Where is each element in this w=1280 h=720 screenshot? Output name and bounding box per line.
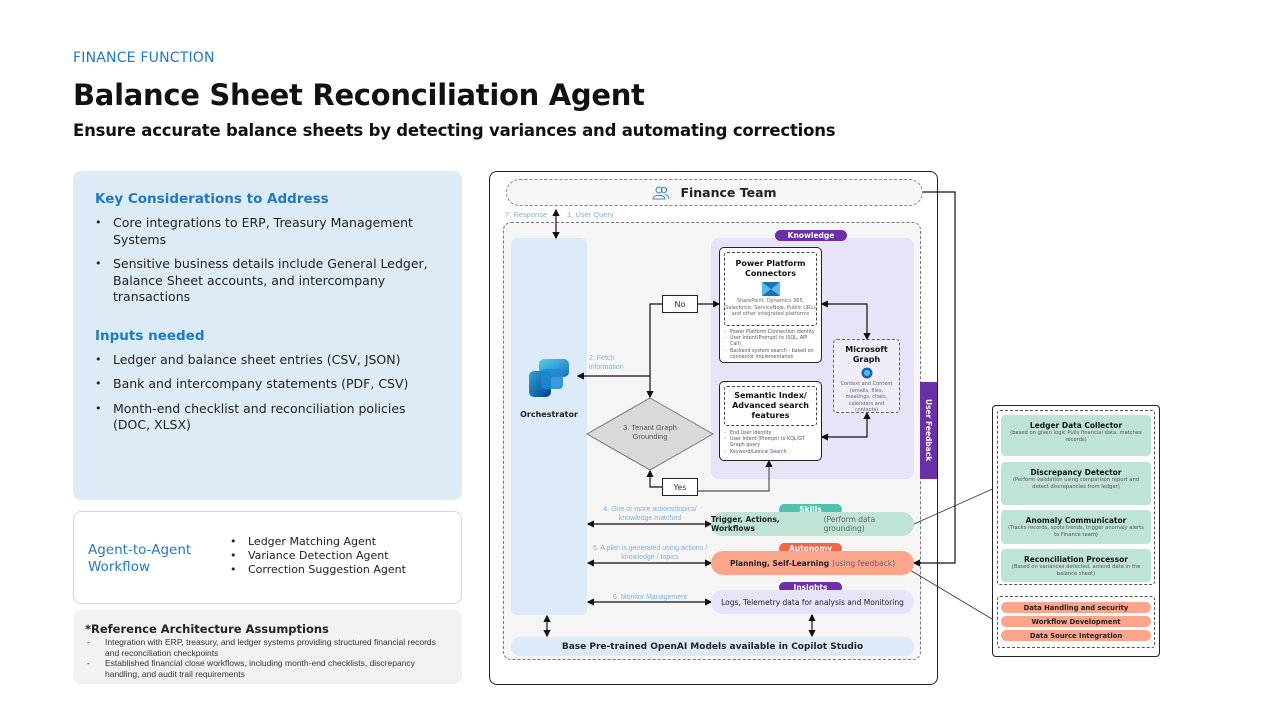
ppc-title: Power Platform Connectors bbox=[735, 259, 806, 278]
autonomy-note: (using feedback) bbox=[832, 558, 896, 568]
agent-name: Ledger Data Collector bbox=[1029, 421, 1123, 430]
list-item: Power Platform Connection identity bbox=[724, 330, 819, 336]
ppc-desc: SharePoint, Dynamics 365, Salesforce, Se… bbox=[725, 298, 816, 317]
list-item: User Intent (Prompt) to KQL/GT Graph que… bbox=[724, 437, 819, 449]
list-item: Sensitive business details include Gener… bbox=[95, 256, 440, 306]
autonomy-badge: Autonomy bbox=[779, 543, 842, 554]
semantic-bullets: End User identity User Intent (Prompt) t… bbox=[724, 431, 819, 456]
insights-badge: Insights bbox=[779, 582, 842, 593]
agent-desc: (Based on variances detected, amend data… bbox=[1011, 564, 1141, 577]
step-4-label: 4. One or more actions/topics/ knowledge… bbox=[603, 506, 697, 522]
list-item: End User identity bbox=[724, 431, 819, 437]
page-subtitle: Ensure accurate balance sheets by detect… bbox=[73, 121, 836, 140]
list-item: Ledger Matching Agent bbox=[230, 535, 406, 549]
base-models-bar: Base Pre-trained OpenAI Models available… bbox=[511, 637, 914, 656]
orchestrator-icon bbox=[529, 359, 569, 397]
agent-to-agent-panel: Agent-to-Agent Workflow Ledger Matching … bbox=[73, 511, 462, 604]
graph-title: Microsoft Graph bbox=[845, 345, 888, 364]
assumptions-panel: *Reference Architecture Assumptions Inte… bbox=[73, 610, 462, 684]
insights-text: Logs, Telemetry data for analysis and Mo… bbox=[721, 597, 904, 607]
connector-icon bbox=[761, 282, 780, 296]
list-item: Month-end checklist and reconciliation p… bbox=[95, 401, 440, 434]
skills-node: Trigger, Actions, Workflows (Perform data… bbox=[711, 512, 914, 536]
autonomy-text: Planning, Self-Learning bbox=[729, 558, 830, 568]
skills-badge: Skills bbox=[779, 504, 842, 515]
list-item: Correction Suggestion Agent bbox=[230, 563, 406, 577]
semantic-title: Semantic Index/ Advanced search features bbox=[732, 391, 809, 420]
section-eyebrow: FINANCE FUNCTION bbox=[73, 50, 215, 66]
agent-card-discrepancy-detector: Discrepancy Detector (Perform validation… bbox=[1001, 462, 1151, 505]
list-item: Ledger and balance sheet entries (CSV, J… bbox=[95, 352, 440, 369]
assumptions-heading: *Reference Architecture Assumptions bbox=[85, 622, 329, 636]
step-7-label: 7. Response bbox=[505, 210, 548, 219]
dev-item-data-handling: Data Handling and security bbox=[1001, 602, 1151, 613]
step-5-label: 5. A plan is generated using actions / k… bbox=[592, 545, 708, 561]
list-item: Backend system search - based on connect… bbox=[724, 349, 819, 361]
yes-branch-label: Yes bbox=[662, 478, 698, 496]
list-item: Core integrations to ERP, Treasury Manag… bbox=[95, 215, 440, 248]
key-considerations-list: Core integrations to ERP, Treasury Manag… bbox=[95, 215, 440, 306]
knowledge-badge: Knowledge bbox=[775, 230, 847, 241]
finance-team-node: Finance Team bbox=[506, 179, 923, 206]
agent-card-anomaly-communicator: Anomaly Communicator (Tracks records, sp… bbox=[1001, 510, 1151, 544]
key-considerations-heading: Key Considerations to Address bbox=[95, 191, 329, 207]
orchestrator-column bbox=[511, 238, 587, 615]
ppc-bullets: Power Platform Connection identity User … bbox=[724, 330, 819, 361]
agent-name: Reconciliation Processor bbox=[1024, 555, 1128, 564]
inputs-list: Ledger and balance sheet entries (CSV, J… bbox=[95, 352, 440, 434]
key-considerations-panel: Key Considerations to Address Core integ… bbox=[73, 171, 462, 500]
insights-node: Logs, Telemetry data for analysis and Mo… bbox=[711, 590, 914, 614]
agent-card-ledger-data-collector: Ledger Data Collector (based on given lo… bbox=[1001, 415, 1151, 456]
autonomy-node: Planning, Self-Learning(using feedback) bbox=[711, 551, 914, 575]
list-item: User Intent(Prompt) to (SQL, API Call) bbox=[724, 336, 819, 348]
skills-note: (Perform data grounding) bbox=[823, 515, 876, 533]
page-title: Balance Sheet Reconciliation Agent bbox=[73, 78, 645, 112]
a2a-list: Ledger Matching Agent Variance Detection… bbox=[230, 535, 406, 577]
agent-desc: (Perform validation using comparison rep… bbox=[1012, 477, 1140, 490]
users-icon bbox=[652, 186, 670, 199]
dev-item-workflow-development: Workflow Development bbox=[1001, 616, 1151, 627]
step-1-label: 1. User Query bbox=[567, 210, 614, 219]
dev-item-data-source-integration: Data Source Integration bbox=[1001, 630, 1151, 641]
no-branch-label: No bbox=[662, 295, 698, 313]
step-6-label: 6. Monitor Management bbox=[613, 594, 687, 601]
agent-card-reconciliation-processor: Reconciliation Processor (Based on varia… bbox=[1001, 549, 1151, 582]
agent-name: Discrepancy Detector bbox=[1030, 468, 1122, 477]
user-feedback-bar: User Feedback bbox=[920, 382, 937, 479]
ppc-inner: Power Platform Connectors SharePoint, Dy… bbox=[724, 252, 817, 326]
list-item: Bank and intercompany statements (PDF, C… bbox=[95, 376, 440, 393]
a2a-title: Agent-to-Agent Workflow bbox=[88, 542, 192, 575]
finance-team-label: Finance Team bbox=[680, 185, 777, 200]
development-group bbox=[997, 596, 1155, 648]
step-3-label: 3. Tenant Graph Grounding bbox=[623, 423, 677, 441]
inputs-heading: Inputs needed bbox=[95, 327, 205, 344]
agent-desc: (Tracks records, spots trends, trigger a… bbox=[1008, 525, 1144, 538]
graph-icon bbox=[861, 367, 872, 379]
list-item: Variance Detection Agent bbox=[230, 549, 406, 563]
agent-name: Anomaly Communicator bbox=[1025, 516, 1127, 525]
power-platform-connectors-card: Power Platform Connectors SharePoint, Dy… bbox=[719, 247, 822, 363]
microsoft-graph-node: Microsoft Graph Context and Content (ema… bbox=[833, 339, 900, 413]
list-item: Established financial close workflows, i… bbox=[85, 658, 450, 679]
agent-desc: (based on given logic Pulls financial da… bbox=[1010, 430, 1142, 443]
semantic-index-card: Semantic Index/ Advanced search features… bbox=[719, 381, 822, 461]
step-2-label: 2. Fetch information bbox=[589, 355, 624, 371]
orchestrator-label: Orchestrator bbox=[520, 410, 578, 419]
skills-text: Trigger, Actions, Workflows bbox=[711, 515, 780, 533]
list-item: Keyword/Lexical Search bbox=[724, 450, 819, 456]
assumptions-list: Integration with ERP, treasury, and ledg… bbox=[85, 637, 450, 679]
agents-group bbox=[997, 410, 1155, 585]
semantic-inner: Semantic Index/ Advanced search features bbox=[724, 386, 817, 426]
graph-desc: Context and Content (emails, files, meet… bbox=[840, 381, 893, 413]
list-item: Integration with ERP, treasury, and ledg… bbox=[85, 637, 450, 658]
